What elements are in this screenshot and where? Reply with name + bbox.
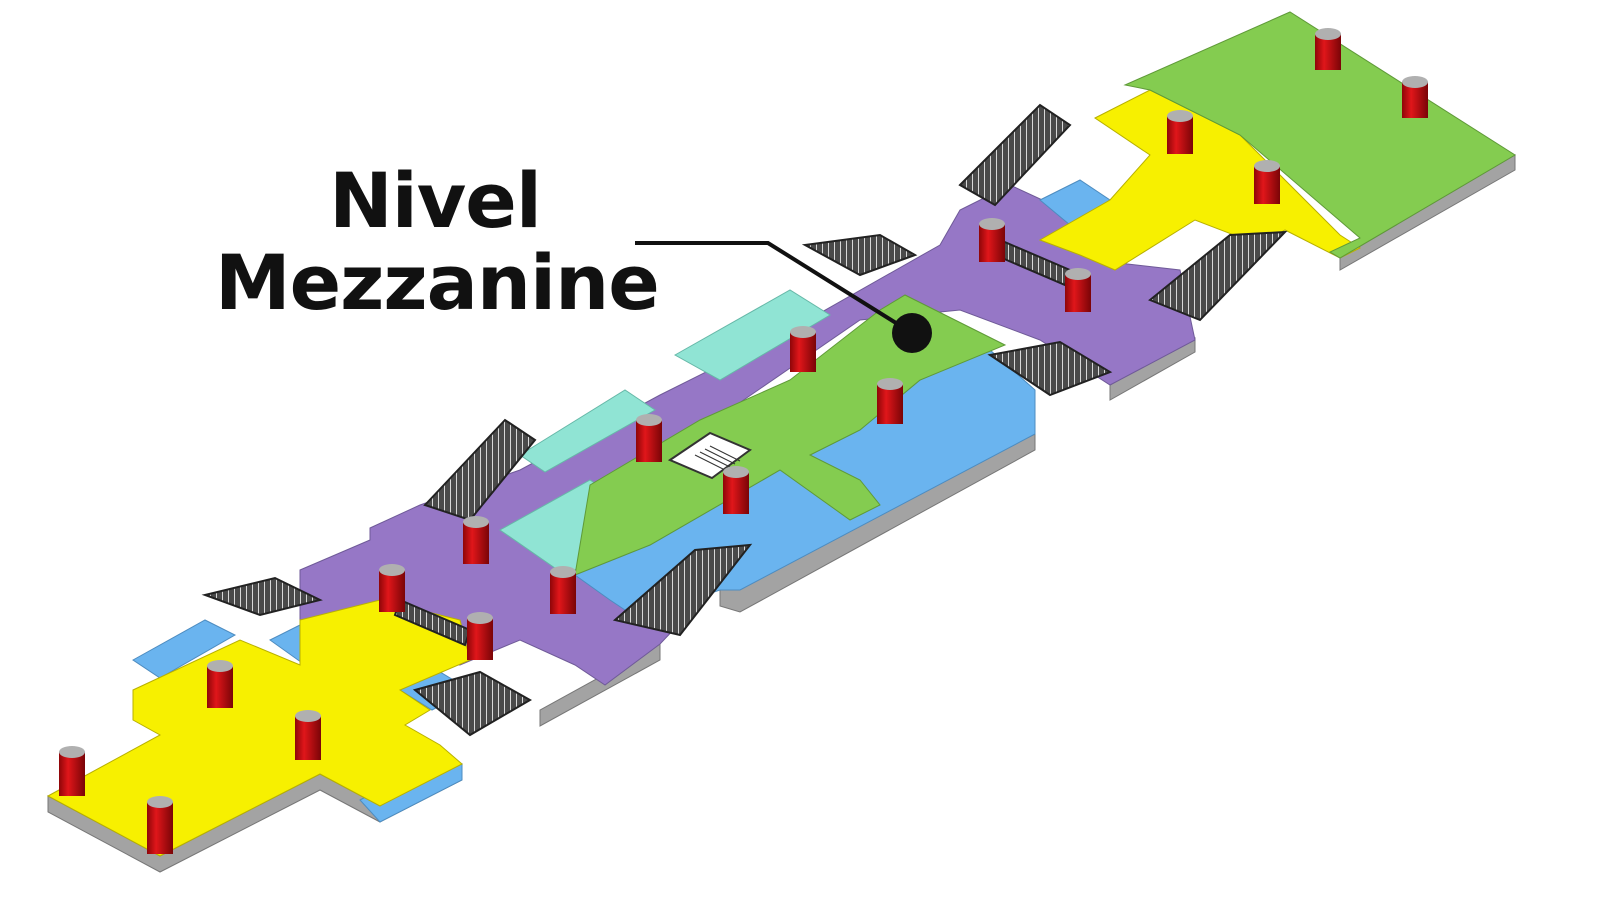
zone-teal-a — [673, 289, 831, 381]
escalator-icon — [201, 103, 1288, 737]
callout-label-line2: Mezzanine — [215, 238, 660, 327]
stair-opening — [667, 431, 753, 480]
column-icon — [59, 28, 1428, 854]
callout-label: Nivel Mezzanine — [215, 156, 660, 327]
callout-label-line1: Nivel — [329, 156, 542, 245]
zone-green-center — [574, 294, 1007, 576]
zone-blue-left-a — [132, 619, 237, 679]
callout-marker — [892, 313, 932, 353]
zone-teal-b — [519, 389, 656, 473]
zone-green-right — [1123, 11, 1516, 259]
callout-leader-line — [635, 241, 914, 335]
stair-icon — [694, 445, 741, 471]
